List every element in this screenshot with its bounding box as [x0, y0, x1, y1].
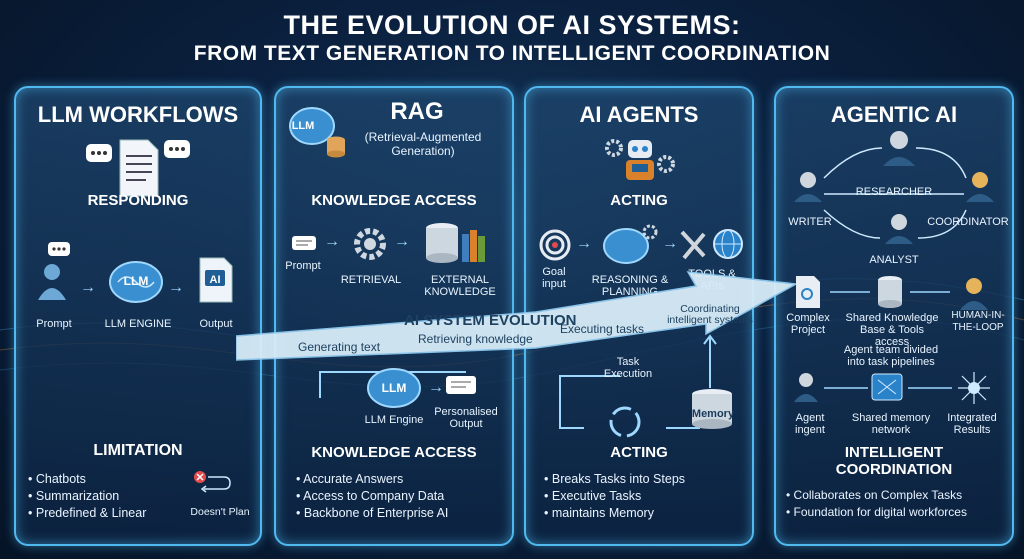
project-row-icons: [796, 276, 988, 310]
arrow-icon: →: [394, 233, 410, 250]
band-stage: Generating text: [298, 340, 381, 354]
llm-icon-label: LLM: [291, 120, 315, 132]
personalised-output-label: Personalised Output: [434, 406, 498, 430]
bullet-item: • Summarization: [28, 489, 120, 503]
arrow-icon: →: [428, 379, 444, 396]
target-icon: [539, 229, 571, 261]
task-loop-diagram: [559, 334, 732, 438]
acting-heading: ACTING: [610, 192, 668, 209]
arrow-icon: →: [324, 233, 340, 250]
brain-icon: [109, 261, 163, 303]
panel-llm-workflows: LLM WORKFLOWS RESPONDING → LLM → AI Prom…: [14, 86, 262, 546]
return-arrow-icon: [319, 371, 466, 398]
llm-engine-label: LLM ENGINE: [104, 318, 172, 330]
complex-project-label: Complex Project: [786, 312, 830, 336]
human-in-the-loop-label: HUMAN-IN-THE-LOOP: [951, 310, 1005, 333]
doesnt-plan-label: Doesn't Plan: [190, 506, 250, 518]
bullet-item: • Executive Tasks: [544, 489, 642, 503]
memory-label: Memory: [691, 408, 735, 420]
llm-database-icon: [289, 107, 345, 158]
robot-icon: [605, 139, 675, 180]
acting-heading-2: ACTING: [610, 444, 668, 461]
prompt-label: Prompt: [36, 318, 72, 330]
panel-title: AGENTIC AI: [830, 102, 958, 127]
shared-memory-label: Shared memory network: [851, 412, 931, 436]
gear-icon: [354, 228, 386, 260]
llm-engine-label: LLM Engine: [364, 414, 424, 426]
goal-input-label: Goal input: [542, 266, 566, 290]
ai-document-icon: [199, 257, 233, 303]
ai-icon-label: AI: [209, 274, 221, 286]
brain-icon: [367, 368, 421, 408]
analyst-label: ANALYST: [869, 254, 919, 266]
bullet-item: • Access to Company Data: [296, 489, 445, 503]
prompt-bubble-icon: [292, 236, 316, 250]
page-subtitle: FROM TEXT GENERATION TO INTELLIGENT COOR…: [193, 42, 831, 65]
panel-agentic-ai: AGENTIC AI RESEARCHER WRITER COORDINATOR…: [774, 86, 1014, 546]
bullet-item: • Predefined & Linear: [28, 506, 147, 520]
agent-ingent-label: Agent ingent: [795, 412, 825, 436]
knowledge-access-heading-2: KNOWLEDGE ACCESS: [311, 444, 477, 461]
panel-rag: LLM RAG (Retrieval-Augmented Generation)…: [274, 86, 514, 546]
bullet-item: • maintains Memory: [544, 506, 654, 520]
band-stage: Retrieving knowledge: [418, 332, 533, 346]
task-execution-label: Task Execution: [603, 356, 653, 380]
no-plan-icon: [194, 471, 231, 493]
page-title: THE EVOLUTION OF AI SYSTEMS:: [283, 10, 741, 40]
arrow-icon: →: [168, 279, 184, 296]
tools-globe-icon: [680, 229, 743, 260]
team-divided-label: Agent team divided into task pipelines: [843, 344, 939, 368]
panel-title: RAG: [390, 98, 444, 125]
user-prompt-icon: [38, 242, 70, 300]
researcher-label: RESEARCHER: [855, 186, 933, 198]
intelligent-coordination-heading: INTELLIGENT COORDINATION: [835, 444, 953, 478]
limitation-heading: LIMITATION: [93, 442, 183, 459]
arrow-icon: →: [576, 235, 592, 252]
responding-heading: RESPONDING: [87, 192, 189, 209]
knowledge-access-heading: KNOWLEDGE ACCESS: [311, 192, 477, 209]
document-chat-icon: [86, 139, 190, 197]
arrow-icon: →: [662, 235, 678, 252]
agent-network-diagram: [794, 131, 994, 244]
writer-label: WRITER: [788, 216, 832, 228]
output-bubble-icon: [446, 376, 476, 394]
llm-icon-label: LLM: [123, 274, 149, 288]
band-title: AI SYSTEM EVOLUTION: [404, 312, 577, 329]
retrieval-label: RETRIEVAL: [340, 274, 402, 286]
bullet-item: • Backbone of Enterprise AI: [296, 506, 449, 520]
band-stage: Coordinating intelligent systems: [667, 303, 753, 326]
bullet-item: • Foundation for digital workforces: [786, 505, 967, 519]
output-label: Output: [199, 318, 233, 330]
panel-title: AI AGENTS: [579, 102, 699, 127]
brain-gear-icon: [603, 224, 658, 264]
bullet-item: • Breaks Tasks into Steps: [544, 472, 686, 486]
bullet-item: • Chatbots: [28, 472, 86, 486]
panel-title: LLM WORKFLOWS: [37, 102, 239, 127]
integrated-results-label: Integrated Results: [947, 412, 997, 436]
pipeline-row-icons: [794, 372, 990, 404]
coordinator-label: COORDINATOR: [927, 216, 1009, 228]
bullet-item: • Accurate Answers: [296, 472, 404, 486]
shared-knowledge-label: Shared Knowledge Base & Tools access: [845, 312, 939, 348]
rag-subtitle: (Retrieval-Augmented Generation): [364, 130, 482, 158]
database-books-icon: [426, 223, 485, 263]
bullet-item: • Collaborates on Complex Tasks: [786, 488, 963, 502]
prompt-label: Prompt: [285, 260, 321, 272]
arrow-icon: →: [80, 279, 96, 296]
evolution-arrow-band: [236, 271, 796, 361]
external-knowledge-label: EXTERNAL KNOWLEDGE: [424, 274, 496, 298]
band-stage: Executing tasks: [560, 322, 645, 336]
llm-icon-label: LLM: [381, 381, 407, 395]
